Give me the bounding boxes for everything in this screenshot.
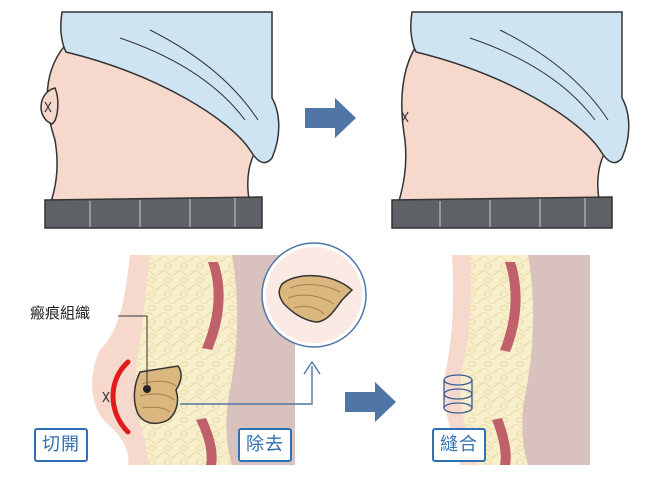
muscle-band-1 <box>202 262 224 350</box>
scar-mark-section <box>102 391 110 403</box>
after-abdomen <box>391 11 630 229</box>
cross-section-before <box>60 255 295 465</box>
muscle-band-after-2 <box>492 418 511 465</box>
scar-mark-before <box>44 101 52 113</box>
scar-tissue <box>133 365 182 425</box>
incision-label: 切開 <box>34 428 88 462</box>
callout-arrow-line <box>180 366 313 405</box>
scar-mark-after <box>401 111 409 123</box>
removed-scar-tissue <box>278 274 354 323</box>
callout-leader <box>118 315 148 389</box>
scar-tissue-label: 瘢痕組織 <box>30 304 91 322</box>
muscle-band-after-1 <box>500 262 521 352</box>
muscle-band-2 <box>196 418 217 465</box>
suture-label: 縫合 <box>432 428 486 462</box>
right-arrow-icon <box>345 382 396 422</box>
shirt-after <box>410 11 630 164</box>
right-arrow-icon <box>305 98 356 138</box>
up-arrow-icon <box>303 360 321 375</box>
shirt-before <box>60 11 280 164</box>
removed-tissue-bubble <box>261 242 367 348</box>
incision-line <box>110 359 131 435</box>
belt-after <box>391 196 613 229</box>
scar-bump <box>40 87 59 125</box>
belt-before <box>44 196 263 229</box>
suture-stitches <box>443 374 473 414</box>
removal-label: 除去 <box>238 428 292 462</box>
inner-layer-after <box>522 255 590 465</box>
before-abdomen <box>40 11 280 229</box>
